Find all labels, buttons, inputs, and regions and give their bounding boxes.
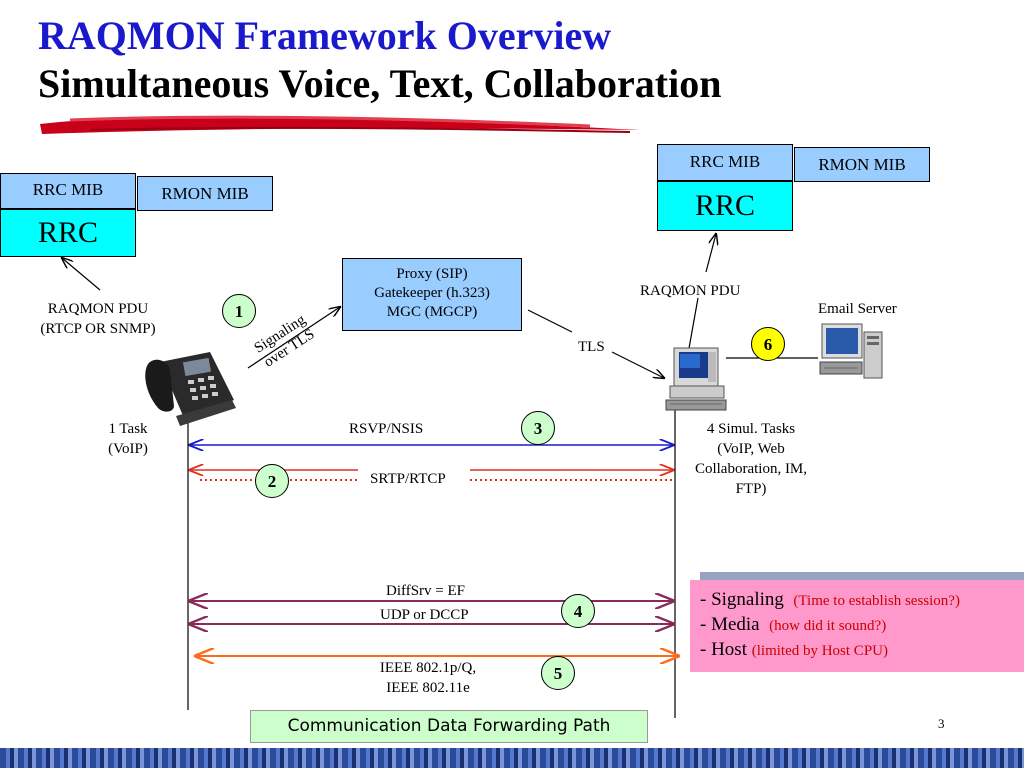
right-tasks-label: 4 Simul. Tasks (VoIP, Web Collaboration,… [682,419,820,499]
left-rrc-box: RRC [0,209,136,257]
srtp-label: SRTP/RTCP [370,471,446,487]
ieee-line1: IEEE 802.1p/Q, [379,660,477,676]
left-pdu-line2: (RTCP OR SNMP) [40,321,156,337]
left-rrc-label: RRC [37,216,99,249]
left-task-line1: 1 Task [108,421,148,437]
right-rrc-label: RRC [694,189,756,222]
legend-host-note: (limited by Host CPU) [751,643,888,659]
legend-signaling-note: (Time to establish session?) [793,593,960,609]
left-task-label: 1 Task (VoIP) [90,419,166,459]
legend-host-label: - Host [700,639,747,660]
legend-media-note: (how did it sound?) [769,618,887,634]
left-raqmon-pdu-label: RAQMON PDU (RTCP OR SNMP) [28,299,168,339]
right-tasks-line3: Collaboration, IM, [694,461,808,477]
step-6-badge: 6 [751,327,785,361]
right-rrc-box: RRC [657,181,793,231]
proxy-line3: MGC (MGCP) [386,304,478,320]
workstation-icon [665,347,727,411]
ieee-line2: IEEE 802.11e [386,680,470,696]
right-tasks-line4: FTP) [735,481,767,497]
email-server-icon [819,323,883,379]
rsvp-label: RSVP/NSIS [349,421,424,437]
diffserv-label: DiffSrv = EF [386,583,466,599]
legend-media-label: - Media [700,614,760,635]
page-title: RAQMON Framework Overview [38,13,612,58]
proxy-line2: Gatekeeper (h.323) [374,285,490,301]
phone-icon [145,352,236,426]
bottom-decorative-strip [0,748,1024,768]
left-rrc-mib-box: RRC MIB [0,173,136,209]
left-task-line2: (VoIP) [108,441,148,457]
step-5-badge: 5 [541,656,575,690]
legend-row-host: - Host (limited by Host CPU) [700,638,1014,663]
right-rmon-mib-box: RMON MIB [794,147,930,182]
right-raqmon-pdu-label: RAQMON PDU [640,283,741,299]
page-number: 3 [938,716,945,731]
red-brush-stroke [40,115,640,134]
right-tasks-line2: (VoIP, Web [717,441,785,457]
step-2-badge: 2 [255,464,289,498]
legend-row-signaling: - Signaling (Time to establish session?) [700,588,1014,613]
legend-signaling-label: - Signaling [700,589,784,610]
left-rmon-mib-label: RMON MIB [161,184,249,203]
footer-banner: Communication Data Forwarding Path [250,710,648,743]
left-rrc-mib-label: RRC MIB [32,180,104,199]
right-rrc-mib-box: RRC MIB [657,144,793,181]
legend-row-media: - Media (how did it sound?) [700,613,1014,638]
step-3-badge: 3 [521,411,555,445]
proxy-box: Proxy (SIP) Gatekeeper (h.323) MGC (MGCP… [342,258,522,331]
legend-box: - Signaling (Time to establish session?)… [690,580,1024,672]
right-tasks-line1: 4 Simul. Tasks [706,421,796,437]
email-server-label: Email Server [818,301,897,317]
left-pdu-line1: RAQMON PDU [47,301,149,317]
step-1-badge: 1 [222,294,256,328]
right-rmon-mib-label: RMON MIB [818,155,906,174]
udp-dccp-label: UDP or DCCP [380,607,469,623]
left-rmon-mib-box: RMON MIB [137,176,273,211]
right-rrc-mib-label: RRC MIB [689,152,761,171]
tls-label: TLS [578,339,605,355]
step-4-badge: 4 [561,594,595,628]
page-subtitle: Simultaneous Voice, Text, Collaboration [38,61,722,106]
ieee-label: IEEE 802.1p/Q, IEEE 802.11e [360,658,496,698]
proxy-line1: Proxy (SIP) [396,266,468,282]
